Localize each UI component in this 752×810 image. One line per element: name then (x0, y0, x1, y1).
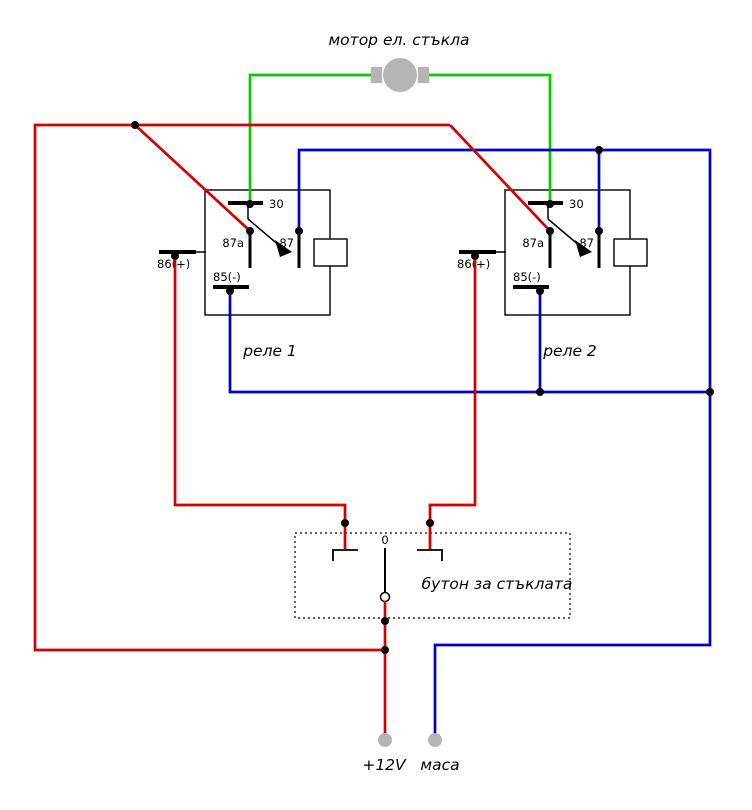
button-position-label: 0 (381, 533, 388, 547)
relay1-coil (313, 238, 348, 267)
relay2-pin-85-label: 85(-) (513, 270, 541, 284)
relay1-pin-85-label: 85(-) (213, 270, 241, 284)
motor-right-lug (418, 67, 429, 83)
junction-dot (381, 646, 389, 654)
green-wires (248, 73, 552, 204)
relay2-pin-87-label: 87 (579, 236, 594, 250)
junction-dot (226, 287, 234, 295)
motor-symbol (371, 58, 429, 92)
relay1-armature-wedge (275, 240, 292, 257)
junction-dot (295, 227, 303, 235)
ground-terminal-label: маса (420, 756, 459, 774)
relay2-pin-30-label: 30 (569, 197, 584, 211)
window-button: 0 бутон за стъклата (294, 532, 573, 619)
plus-terminal (378, 733, 392, 747)
wire-12v-to-relay2-87a (449, 124, 551, 232)
wire-12v-to-relay1-87a (134, 124, 251, 232)
motor-body (383, 58, 417, 92)
junction-dot (546, 227, 554, 235)
button-left-contact (332, 549, 358, 561)
plus-terminal-label: +12V (362, 756, 407, 774)
relay1-pin-87a-label: 87a (222, 236, 244, 250)
junction-dot (471, 252, 479, 260)
relay1-name-label: реле 1 (242, 342, 297, 360)
junction-dot (595, 146, 603, 154)
junction-dot (246, 200, 254, 208)
button-label: бутон за стъклата (422, 575, 573, 593)
junction-dot (381, 617, 389, 625)
junction-dot (706, 388, 714, 396)
junction-dot (341, 519, 349, 527)
junction-dot (536, 388, 544, 396)
wire-ground-main (297, 148, 712, 734)
relay2-pin-87a-label: 87a (522, 236, 544, 250)
supply-terminals: +12V маса (362, 733, 460, 774)
relay1: 30 87a 87 86(+) 85(-) реле 1 (157, 189, 348, 360)
relay1-pin-87-label: 87 (279, 236, 294, 250)
junction-dot (131, 121, 139, 129)
wire-12v-feed (33, 123, 450, 652)
motor-left-lug (371, 67, 382, 83)
wire-motor-to-relay1-30 (248, 73, 373, 204)
relay2-coil (613, 238, 648, 267)
junction-dots (131, 121, 714, 654)
junction-dot (246, 227, 254, 235)
ground-terminal (428, 733, 442, 747)
relay2-pin-86-label: 86(+) (457, 257, 490, 271)
junction-dot (595, 227, 603, 235)
relay2-name-label: реле 2 (542, 342, 597, 360)
wire-relay1-86-to-button (173, 255, 347, 549)
relay1-pin-86-label: 86(+) (157, 257, 190, 271)
red-wires (33, 123, 551, 734)
relay1-outline (204, 189, 331, 316)
button-right-contact (417, 549, 443, 561)
junction-dot (426, 519, 434, 527)
wire-relay2-86-to-button (428, 255, 477, 549)
motor-label: мотор ел. стъкла (328, 31, 469, 49)
button-pivot-circle (379, 591, 391, 603)
relay1-pin-30-label: 30 (269, 197, 284, 211)
junction-dot (546, 200, 554, 208)
wire-relay1-85-to-ground-bus (228, 290, 710, 394)
wire-motor-to-relay2-30 (427, 73, 552, 204)
relay2: 30 87a 87 86(+) 85(-) реле 2 (457, 189, 648, 360)
blue-wires (228, 148, 712, 734)
relay2-outline (504, 189, 631, 316)
junction-dot (171, 252, 179, 260)
relay2-armature-wedge (575, 240, 592, 257)
junction-dot (536, 287, 544, 295)
